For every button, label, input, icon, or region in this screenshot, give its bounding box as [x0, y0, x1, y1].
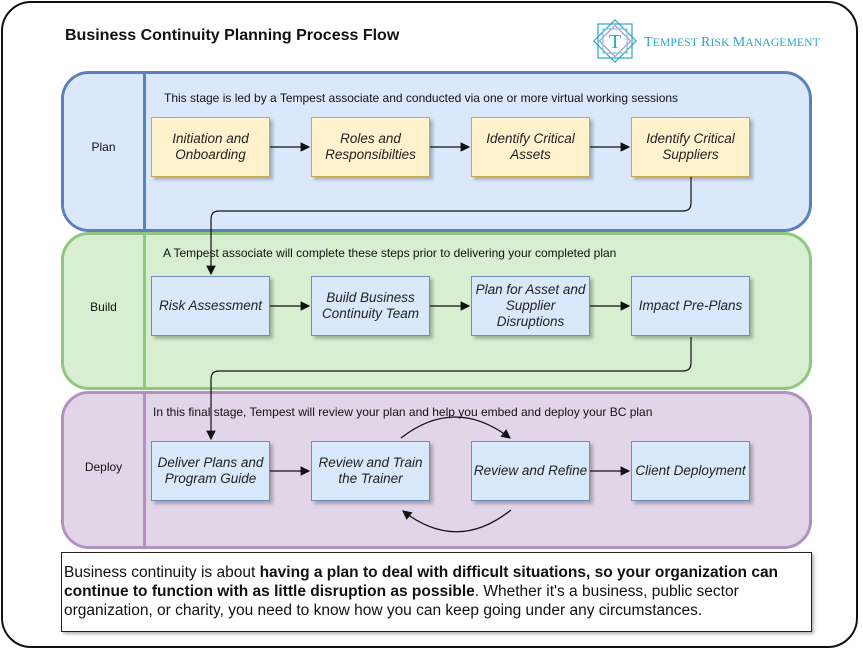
description-text-1: Business continuity is about [64, 564, 260, 581]
step-review-refine: Review and Refine [471, 441, 590, 501]
arrow-loop-top [400, 416, 511, 439]
description-text-2: . Whether it's a business, public sector… [64, 583, 739, 619]
step-critical-suppliers: Identify Critical Suppliers [631, 117, 750, 177]
tempest-logo-icon: T [592, 18, 638, 64]
lane-note-deploy: In this final stage, Tempest will review… [153, 405, 653, 419]
step-plan-disruptions: Plan for Asset and Supplier Disruptions [471, 276, 590, 336]
lane-note-plan: This stage is led by a Tempest associate… [164, 91, 679, 105]
lane-note-build: A Tempest associate will complete these … [163, 246, 617, 260]
logo-letter: T [609, 31, 621, 53]
arrow-build-to-deploy [206, 337, 692, 441]
step-initiation: Initiation and Onboarding [151, 117, 270, 177]
step-client-deployment: Client Deployment [631, 441, 750, 501]
lane-header-deploy [64, 394, 146, 546]
step-build-team: Build Business Continuity Team [311, 276, 430, 336]
lane-header-build [64, 235, 146, 387]
arrow-plan-to-build [206, 177, 692, 276]
description-bold-text: having a plan to deal with difficult sit… [64, 564, 779, 600]
lane-label-build: Build [90, 300, 117, 314]
lane-label-plan: Plan [91, 140, 116, 154]
step-deliver-plans: Deliver Plans and Program Guide [151, 441, 270, 501]
description-box: Business continuity is about having a pl… [61, 552, 812, 632]
step-impact-preplans: Impact Pre-Plans [631, 276, 750, 336]
step-risk-assessment: Risk Assessment [151, 276, 270, 336]
arrow-loop-bottom [402, 509, 512, 533]
step-train-trainer: Review and Train the Trainer [311, 441, 430, 501]
brand-name: TEMPEST RISK MANAGEMENT [644, 35, 820, 50]
diagram-title: Business Continuity Planning Process Flo… [65, 27, 400, 44]
step-critical-assets: Identify Critical Assets [471, 117, 590, 177]
lane-header-plan [64, 74, 146, 229]
lane-label-deploy: Deploy [84, 460, 123, 474]
step-roles: Roles and Responsibilties [311, 117, 430, 177]
